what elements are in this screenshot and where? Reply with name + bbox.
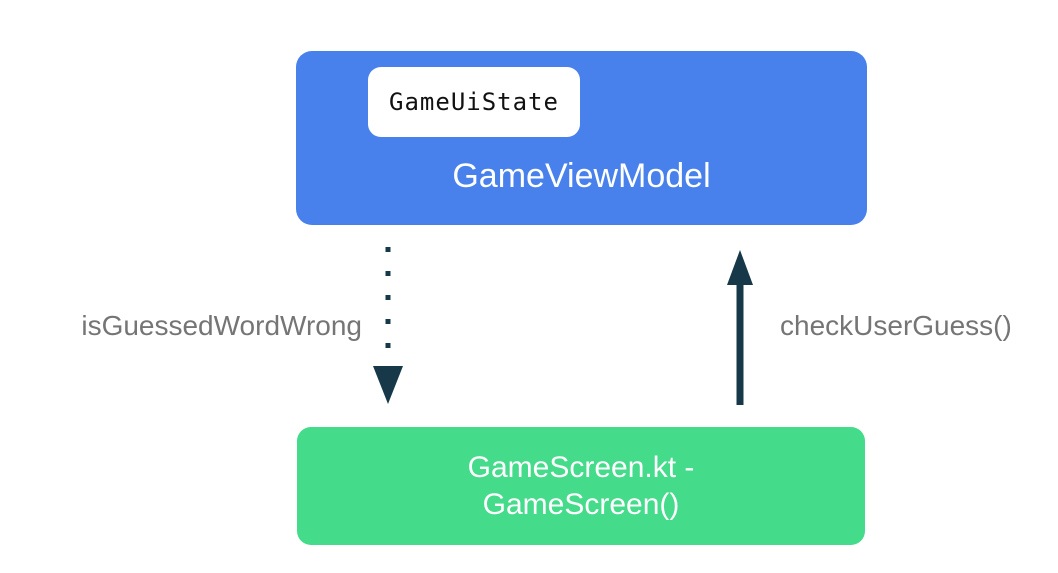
gameuistate-chip: GameUiState [368, 67, 580, 137]
down-arrow-connector [373, 247, 403, 404]
isguessedwordwrong-label: isGuessedWordWrong [81, 310, 362, 341]
gamescreen-title-line1: GameScreen.kt - [467, 451, 695, 484]
up-arrow-connector [727, 250, 753, 405]
gameviewmodel-title: GameViewModel [452, 157, 711, 195]
gamescreen-title-line2: GameScreen() [482, 488, 680, 521]
gameuistate-chip-label: GameUiState [389, 88, 559, 116]
checkuserguess-label: checkUserGuess() [780, 310, 1012, 341]
down-arrowhead [373, 366, 403, 404]
gamescreen-box: GameScreen.kt - GameScreen() [297, 427, 865, 545]
up-arrowhead [727, 250, 753, 285]
gameviewmodel-box: GameUiState GameViewModel [296, 51, 867, 225]
